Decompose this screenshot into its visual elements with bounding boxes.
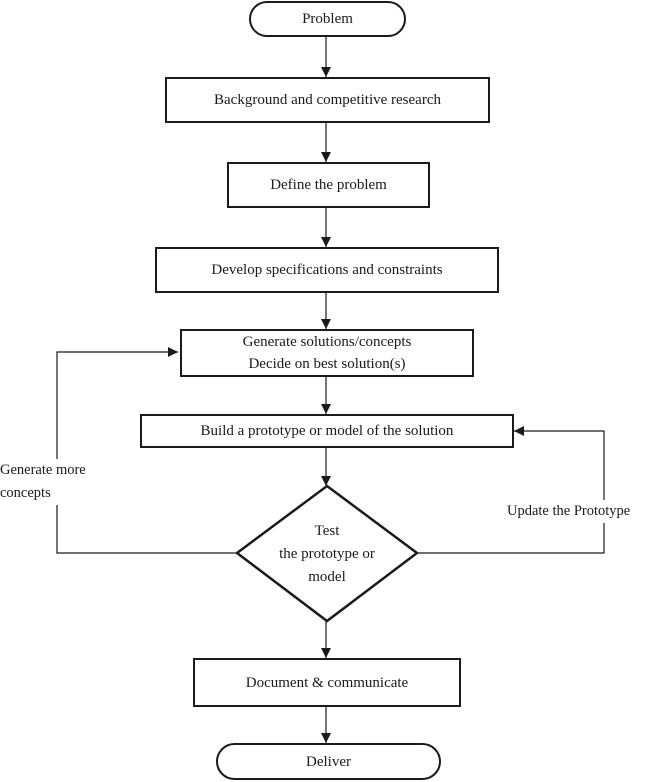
generate-more-line1: Generate more xyxy=(0,462,86,478)
deliver-label: Deliver xyxy=(306,753,351,770)
update-prototype-label: Update the Prototype xyxy=(506,500,632,523)
problem-terminal: Problem xyxy=(249,1,406,37)
generate-more-line2: concepts xyxy=(0,485,51,501)
background-research-label: Background and competitive research xyxy=(214,92,441,108)
generate-more-concepts-label: Generate more concepts xyxy=(0,459,88,505)
build-prototype-box: Build a prototype or model of the soluti… xyxy=(140,414,514,448)
generate-solutions-line1: Generate solutions/concepts xyxy=(242,334,412,350)
generate-solutions-box: Generate solutions/concepts Decide on be… xyxy=(180,329,474,377)
loop-arrow-update-prototype xyxy=(417,426,605,554)
loop-arrow-generate-more-concepts xyxy=(56,347,237,554)
update-prototype-text: Update the Prototype xyxy=(507,503,631,519)
define-problem-box: Define the problem xyxy=(227,162,430,208)
develop-specs-box: Develop specifications and constraints xyxy=(155,247,499,293)
deliver-terminal: Deliver xyxy=(216,743,441,780)
generate-solutions-line2: Decide on best solution(s) xyxy=(248,356,406,372)
test-line3: model xyxy=(308,568,346,585)
test-line2: the prototype or xyxy=(279,545,375,562)
background-research-box: Background and competitive research xyxy=(165,77,490,123)
problem-label: Problem xyxy=(302,11,353,27)
test-decision-label: Test the prototype or model xyxy=(262,518,392,590)
build-prototype-label: Build a prototype or model of the soluti… xyxy=(200,423,454,439)
develop-specs-label: Develop specifications and constraints xyxy=(211,262,443,278)
document-box: Document & communicate xyxy=(193,658,461,707)
test-decision-diamond xyxy=(234,484,420,623)
document-label: Document & communicate xyxy=(245,674,409,691)
define-problem-label: Define the problem xyxy=(270,177,387,193)
test-line1: Test xyxy=(314,522,340,539)
